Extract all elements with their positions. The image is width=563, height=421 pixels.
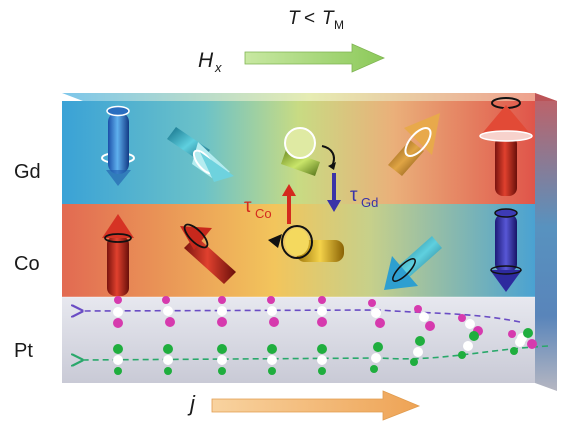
slab-side-face: [535, 93, 557, 391]
co-moment-1: [102, 214, 134, 296]
gd-moment-2: [167, 127, 234, 182]
torque-gd: τ Gd: [327, 173, 378, 212]
spin-electron-icon: [317, 296, 327, 327]
spin-electron-icon: [163, 344, 173, 375]
gd-moment-4: [388, 113, 440, 176]
spin-current-path-bottom: [82, 345, 549, 360]
field-arrow: H x: [198, 43, 385, 75]
torque-co-subscript: Co: [255, 206, 272, 221]
spin-electron-icon: [113, 344, 123, 375]
gd-top-face: [62, 93, 557, 101]
torque-co: τ Co: [244, 184, 296, 224]
spin-electron-icon: [162, 296, 175, 327]
co-moment-5: [490, 208, 522, 292]
field-subscript: x: [214, 60, 222, 75]
spin-row-bottom: [113, 328, 533, 375]
torque-gd-symbol: τ: [350, 185, 358, 206]
temperature-condition: T < T M: [288, 8, 344, 32]
co-moment-3: [268, 225, 344, 262]
gd-moment-5: [479, 97, 533, 196]
gd-moment-3: [281, 127, 336, 176]
spin-electron-icon: [410, 336, 425, 366]
melting-temp-subscript: M: [334, 18, 344, 32]
torque-gd-subscript: Gd: [361, 195, 378, 210]
spin-current-path-top: [82, 310, 521, 323]
melting-temp-label: T: [322, 8, 335, 29]
current-label: j: [187, 391, 196, 416]
spin-electron-icon: [217, 296, 227, 327]
layer-label-pt: Pt: [14, 340, 33, 362]
spin-electron-icon: [510, 328, 533, 355]
spin-electron-icon: [217, 344, 227, 375]
current-arrow: j: [187, 390, 421, 421]
spin-electron-icon: [368, 299, 385, 328]
spin-electron-icon: [267, 296, 279, 327]
field-arrow-icon: [244, 43, 385, 73]
spin-electron-icon: [414, 305, 435, 331]
co-moment-4: [384, 236, 442, 290]
torque-co-symbol: τ: [244, 196, 252, 217]
current-arrow-icon: [211, 390, 421, 421]
spin-electron-icon: [458, 331, 479, 359]
spin-electron-icon: [317, 344, 327, 375]
layer-label-gd: Gd: [14, 161, 41, 183]
spin-electron-icon: [113, 296, 123, 328]
pt-layer: [62, 297, 535, 383]
layer-label-co: Co: [14, 253, 40, 275]
co-moment-2: [180, 223, 236, 284]
field-label: H: [198, 49, 214, 72]
gd-moment-1: [101, 105, 135, 186]
temperature-label: T: [288, 8, 301, 29]
spin-electron-icon: [267, 344, 277, 375]
spin-row-top: [113, 296, 537, 349]
less-than-symbol: <: [304, 8, 315, 29]
spin-electron-icon: [370, 342, 383, 373]
